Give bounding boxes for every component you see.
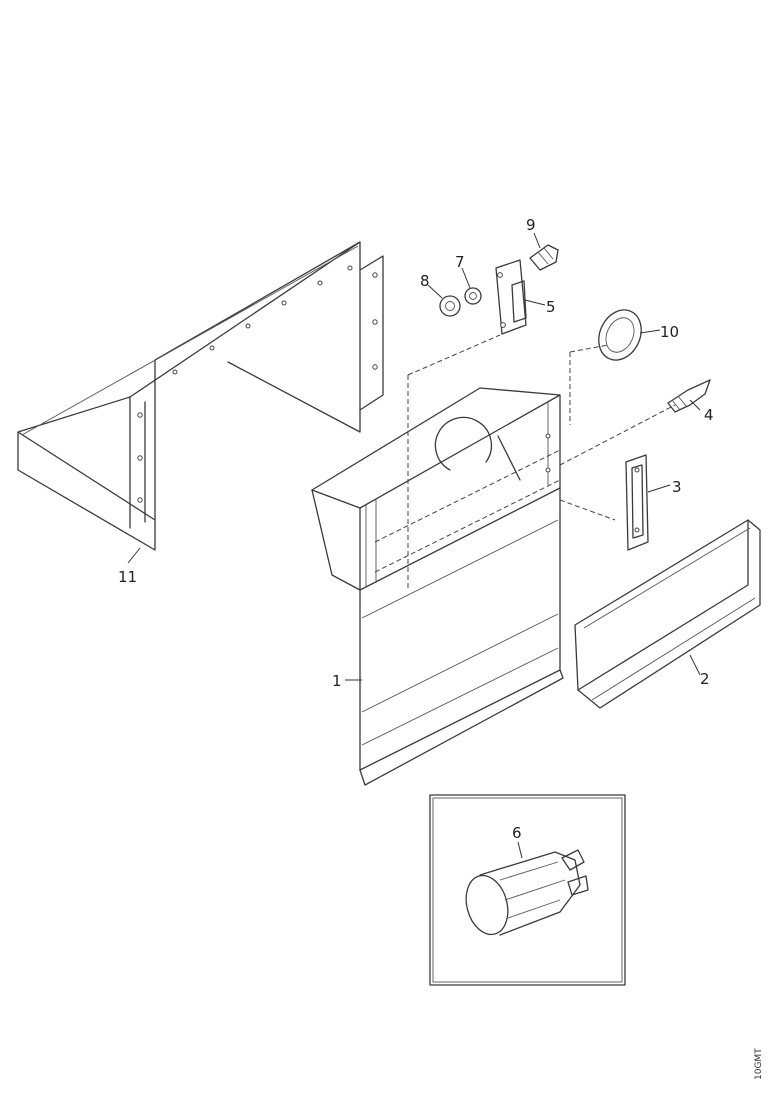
part-2-grease-filter	[574, 519, 761, 709]
part-5-lamp-holder	[495, 259, 527, 335]
callout-5: 5	[546, 298, 556, 316]
part-11-wall-bracket	[17, 241, 384, 551]
drawing-code: 10GMT	[754, 1048, 764, 1080]
callout-10: 10	[660, 323, 679, 341]
part-9-bulb	[529, 244, 559, 271]
part-10-ring	[598, 309, 642, 361]
part-1-hood-body	[311, 387, 564, 786]
part-6-motor	[465, 849, 589, 936]
callout-2: 2	[700, 670, 710, 688]
part-4-knob	[667, 379, 711, 413]
leader-lines	[127, 232, 701, 859]
callout-4: 4	[704, 406, 714, 424]
callout-8: 8	[420, 272, 430, 290]
part-3-switch-panel	[625, 454, 649, 551]
callout-9: 9	[526, 216, 536, 234]
callout-1: 1	[332, 672, 342, 690]
callout-labels: 11 1 2 3 4 10 5 9 7 8 6	[118, 216, 714, 842]
callout-6: 6	[512, 824, 522, 842]
assembly-guide-lines	[374, 334, 676, 588]
part-8-washer	[439, 295, 461, 317]
part-7-nut	[464, 287, 482, 305]
callout-7: 7	[455, 253, 465, 271]
callout-11: 11	[118, 568, 137, 586]
detail-inset	[429, 794, 626, 986]
callout-3: 3	[672, 478, 682, 496]
